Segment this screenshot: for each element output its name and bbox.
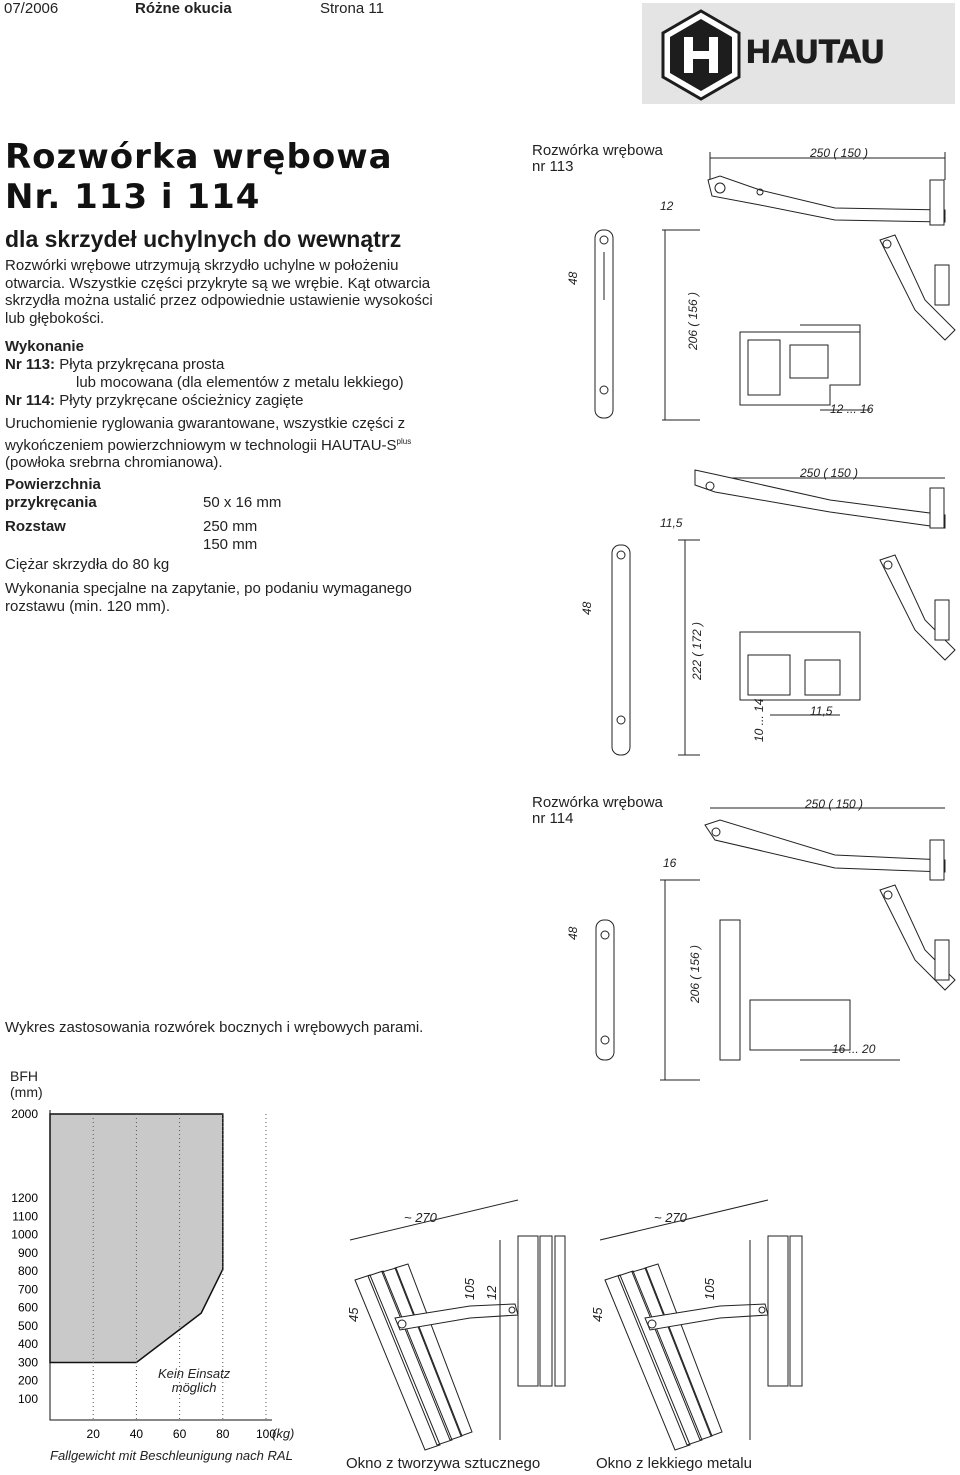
d113-dim-top-b: 250 ( 150 ) <box>800 466 859 480</box>
y-tick-label: 900 <box>18 1246 38 1260</box>
uruchomienie-line: wykończeniem powierzchniowym w technolog… <box>5 436 412 454</box>
x-tick-label: 20 <box>87 1427 101 1441</box>
chart-xlabel: Fallgewicht mit Beschleunigung nach RAL <box>50 1448 293 1463</box>
d113-dim-top: 250 ( 150 ) <box>810 146 869 160</box>
d114-dim-16: 16 <box>663 856 677 870</box>
y-tick-label: 1200 <box>11 1191 38 1205</box>
chart-caption: Wykres zastosowania rozwórek bocznych i … <box>5 1019 424 1036</box>
y-tick-label: 500 <box>18 1319 38 1333</box>
nr113-text: Płyta przykręcana prosta <box>59 356 225 373</box>
surface-label: Powierzchnia przykręcania <box>5 476 101 511</box>
nr113-row: Nr 113: Płyta przykręcana prosta <box>5 356 224 374</box>
nr114-row: Nr 114: Płyty przykręcane ościeżnicy zag… <box>5 392 304 410</box>
w2-dim-45: 45 <box>590 1307 605 1322</box>
w1-dim-45: 45 <box>346 1307 361 1322</box>
w1-dim-105: 105 <box>462 1278 477 1300</box>
intro-line: Rozwórki wrębowe utrzymują skrzydło uchy… <box>5 257 399 274</box>
x-tick-label: 100 <box>256 1427 276 1441</box>
w1-dim-12: 12 <box>484 1285 499 1300</box>
weight-text: Ciężar skrzydła do 80 kg <box>5 556 170 573</box>
y-tick-label: 400 <box>18 1337 38 1351</box>
uruchomienie-line: (powłoka srebrna chromianowa). <box>5 454 223 471</box>
uruchomienie-paragraph: Uruchomienie ryglowania gwarantowane, ws… <box>5 415 515 472</box>
chart-annotation: Kein Einsatz möglich <box>158 1366 231 1395</box>
page-title-number: Nr. 113 i 114 <box>5 177 261 217</box>
w1-caption: Okno z tworzywa sztucznego <box>346 1455 541 1472</box>
nr114-label: Nr 114: <box>5 392 56 409</box>
special-line: rozstawu (min. 120 mm). <box>5 597 171 615</box>
y-tick-label: 2000 <box>11 1107 38 1121</box>
y-tick-label: 100 <box>18 1392 38 1406</box>
brand-name: HAUTAU <box>745 33 886 71</box>
uruchomienie-line: Uruchomienie ryglowania gwarantowane, ws… <box>5 415 406 432</box>
spacing-value-2: 150 mm <box>203 536 258 553</box>
w2-dim-105: 105 <box>702 1278 717 1300</box>
w1-dim-270: ~ 270 <box>404 1210 437 1225</box>
header-date: 07/2006 <box>4 0 59 17</box>
spacing-value-1: 250 mm <box>203 518 258 535</box>
plus-superscript: plus <box>396 436 412 446</box>
d113-dim-12-16: 12 ... 16 <box>830 402 874 416</box>
x-tick-label: 60 <box>173 1427 187 1441</box>
w2-caption: Okno z lekkiego metalu <box>596 1455 752 1472</box>
header-page: Strona 11 <box>320 0 384 17</box>
y-tick-label: 1000 <box>11 1228 38 1242</box>
d113-caption: Rozwórka wrębowa nr 113 <box>532 142 663 175</box>
w2-dim-270: ~ 270 <box>654 1210 687 1225</box>
nr113-text-2: lub mocowana (dla elementów z metalu lek… <box>76 374 404 391</box>
y-tick-label: 700 <box>18 1282 38 1296</box>
special-paragraph: Wykonania specjalne na zapytanie, po pod… <box>5 580 515 615</box>
d114-dim-16-20: 16 ... 20 <box>832 1042 876 1056</box>
intro-paragraph: Rozwórki wrębowe utrzymują skrzydło uchy… <box>5 257 505 327</box>
d113-dim-11-5: 11,5 <box>660 516 683 530</box>
intro-line: skrzydła można ustalić przez odpowiednie… <box>5 292 433 309</box>
d114-dim-top: 250 ( 150 ) <box>805 797 864 811</box>
chart-ylabel: BFH (mm) <box>10 1068 43 1100</box>
d113-dim-12: 12 <box>660 199 674 213</box>
brand-logo <box>642 3 955 104</box>
y-tick-label: 200 <box>18 1374 38 1388</box>
page-title: Rozwórka wrębowa <box>5 137 393 177</box>
chart-svg: 2000 1200 1100 1000 900 800 700 600 500 400 300 200… <box>11 1107 276 1441</box>
intro-line: lub głębokości. <box>5 309 105 327</box>
d114-caption: Rozwórka wrębowa nr 114 <box>532 794 663 827</box>
y-tick-label: 800 <box>18 1264 38 1278</box>
special-line: Wykonania specjalne na zapytanie, po pod… <box>5 580 412 597</box>
diagram-113-drawing <box>594 152 956 756</box>
header-section: Różne okucia <box>135 0 232 17</box>
y-tick-label: 1100 <box>12 1209 38 1223</box>
diagram-114-drawing <box>595 807 956 1081</box>
nr114-text: Płyty przykręcane ościeżnicy zagięte <box>59 392 304 409</box>
chart-x-unit: (kg) <box>272 1426 295 1441</box>
y-tick-label: 300 <box>18 1355 38 1369</box>
x-tick-label: 40 <box>130 1427 144 1441</box>
d113-dim-11-5-b: 11,5 <box>810 704 833 718</box>
hautau-hexagon-icon <box>661 9 741 101</box>
nr113-label: Nr 113: <box>5 356 56 373</box>
y-tick-label: 600 <box>18 1301 38 1315</box>
page-subtitle: dla skrzydeł uchylnych do wewnątrz <box>5 226 402 252</box>
spacing-label: Rozstaw <box>5 518 66 535</box>
chart-axes <box>49 1110 272 1421</box>
surface-value: 50 x 16 mm <box>203 494 282 511</box>
intro-line: otwarcia. Wszystkie części przykryte są … <box>5 274 431 292</box>
x-tick-label: 80 <box>216 1427 230 1441</box>
wykonanie-heading: Wykonanie <box>5 338 84 355</box>
